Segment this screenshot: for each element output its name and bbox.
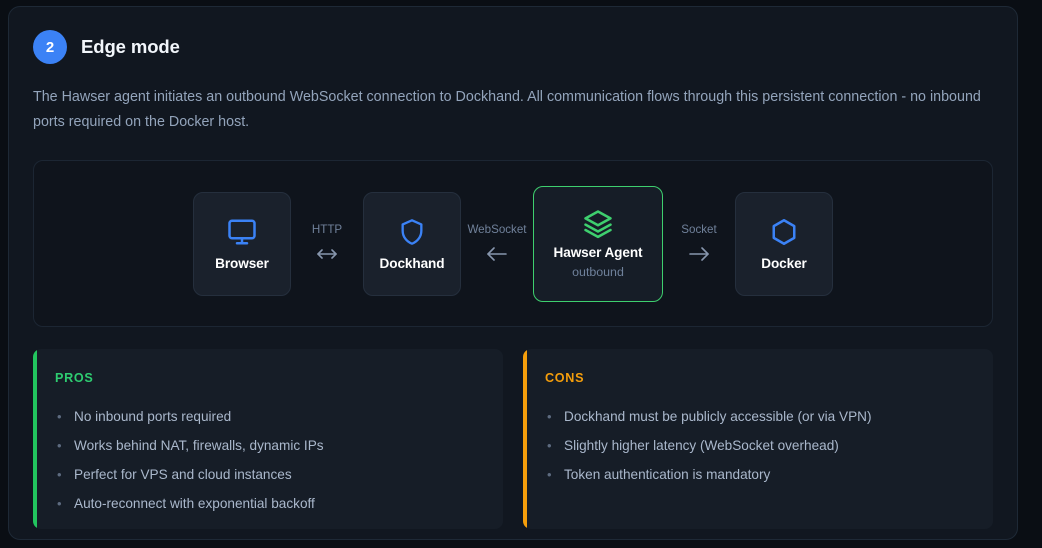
connector-http: HTTP <box>291 223 363 264</box>
list-item: Auto-reconnect with exponential backoff <box>55 489 483 518</box>
list-item: Dockhand must be publicly accessible (or… <box>545 402 973 431</box>
list-item: Works behind NAT, firewalls, dynamic IPs <box>55 431 483 460</box>
connector-websocket: WebSocket <box>461 223 533 264</box>
card-header: 2 Edge mode <box>33 29 993 65</box>
pros-title: PROS <box>55 371 483 385</box>
list-item: Slightly higher latency (WebSocket overh… <box>545 431 973 460</box>
step-number-badge: 2 <box>33 30 67 64</box>
diagram-node-sublabel: outbound <box>572 265 624 279</box>
layers-icon <box>583 209 613 239</box>
edge-mode-card: 2 Edge mode The Hawser agent initiates a… <box>8 6 1018 540</box>
pros-list: No inbound ports required Works behind N… <box>55 402 483 518</box>
cons-title: CONS <box>545 371 973 385</box>
diagram-node-docker[interactable]: Docker <box>735 192 833 296</box>
cons-panel: CONS Dockhand must be publicly accessibl… <box>523 349 993 529</box>
arrow-left-right-icon <box>314 244 340 264</box>
connector-socket: Socket <box>663 223 735 264</box>
list-item: Token authentication is mandatory <box>545 460 973 489</box>
list-item: Perfect for VPS and cloud instances <box>55 460 483 489</box>
shield-icon <box>398 217 426 247</box>
page-title: Edge mode <box>81 36 180 58</box>
arrow-left-icon <box>484 244 510 264</box>
pros-cons-panels: PROS No inbound ports required Works beh… <box>33 349 993 529</box>
list-item: No inbound ports required <box>55 402 483 431</box>
diagram-node-label: Hawser Agent <box>554 245 643 260</box>
description-text: The Hawser agent initiates an outbound W… <box>33 85 993 135</box>
architecture-diagram: Browser HTTP <box>33 160 993 327</box>
diagram-node-dockhand[interactable]: Dockhand <box>363 192 461 296</box>
diagram-node-hawser-agent[interactable]: Hawser Agent outbound <box>533 186 663 302</box>
diagram-node-label: Dockhand <box>380 256 445 271</box>
cons-list: Dockhand must be publicly accessible (or… <box>545 402 973 489</box>
arrow-right-icon <box>686 244 712 264</box>
hexagon-icon <box>769 217 799 247</box>
pros-panel: PROS No inbound ports required Works beh… <box>33 349 503 529</box>
diagram-node-label: Docker <box>761 256 807 271</box>
connector-label: WebSocket <box>467 223 526 236</box>
diagram-node-label: Browser <box>215 256 269 271</box>
diagram-flow: Browser HTTP <box>193 186 833 302</box>
monitor-icon <box>227 217 257 247</box>
diagram-node-browser[interactable]: Browser <box>193 192 291 296</box>
connector-label: HTTP <box>312 223 342 236</box>
connector-label: Socket <box>681 223 716 236</box>
